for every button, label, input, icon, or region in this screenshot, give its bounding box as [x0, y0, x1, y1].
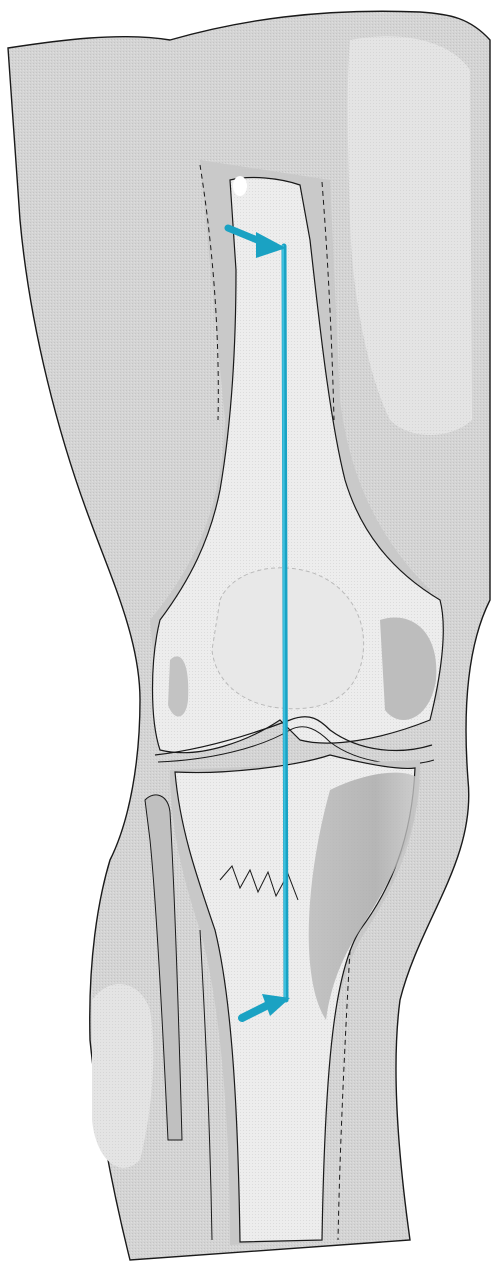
calf-highlight	[92, 984, 153, 1168]
femur-notch	[233, 176, 247, 196]
medial-condyle-shadow	[168, 656, 188, 716]
